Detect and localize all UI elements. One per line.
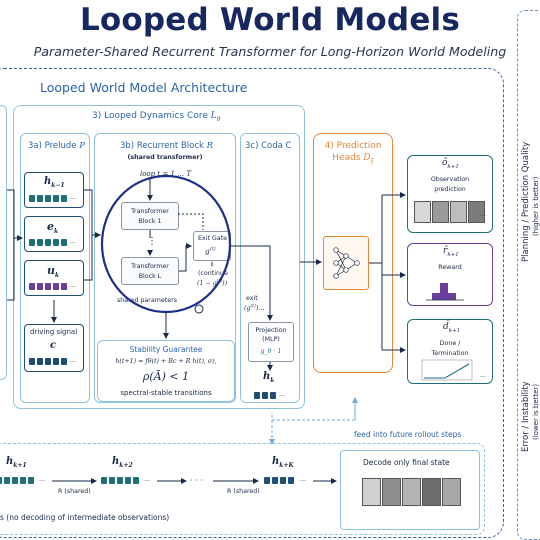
side-panel-top-label: Planning / Prediction Quality: [521, 141, 531, 262]
u-tokens: [29, 283, 67, 290]
rollout-h1-ellipsis: ...: [39, 476, 46, 483]
observation-ellipsis: ...: [480, 211, 487, 218]
driving-signal-box: [24, 324, 84, 372]
h-out-symbol: hk: [263, 371, 275, 384]
c-symbol: c: [50, 340, 57, 351]
rollout-h1: hk+1: [6, 456, 27, 469]
projection-line2: (MLP): [262, 336, 280, 343]
stability-caption: spectral-stable transitions: [120, 389, 212, 397]
h-out-tokens: [254, 392, 276, 399]
done-ellipsis: ...: [480, 372, 487, 379]
transformer-block-L: [121, 257, 179, 285]
exit-gate-label: Exit Gate: [198, 235, 228, 242]
driving-signal-label: driving signal: [30, 328, 78, 336]
coda-panel: [240, 133, 300, 403]
observation-frames: [414, 201, 485, 223]
observation-line1: Observation: [430, 176, 470, 183]
projection-line1: Projection: [255, 327, 287, 334]
side-panel-bottom-sublabel: (lower is better): [532, 383, 540, 440]
done-symbol: d̂k+1: [443, 322, 461, 334]
page-subtitle: Parameter-Shared Recurrent Transformer f…: [33, 44, 507, 59]
done-line1: Done /: [439, 340, 461, 347]
architecture-panel: [0, 68, 504, 538]
exit-gate-symbol: g(t): [205, 246, 216, 256]
reward-symbol: r̂k+1: [443, 246, 459, 258]
side-panel: [517, 10, 540, 540]
prediction-heads-label-1: 4) Prediction: [324, 141, 382, 151]
rollout-r2: R (shared): [227, 488, 260, 495]
reward-label: Reward: [438, 264, 462, 271]
prediction-heads-panel: [313, 133, 393, 373]
block1-line1: Transformer: [131, 208, 169, 215]
blockL-line1: Transformer: [131, 263, 169, 270]
no-decode-label: s (no decoding of intermediate observati…: [0, 513, 170, 522]
blockL-line2: Block L: [138, 273, 162, 280]
h-prev-ellipsis: ...: [70, 194, 77, 201]
blocks-vertical-dots: ⋮: [147, 236, 157, 247]
coda-exit-gate: (g(t))…: [244, 304, 265, 313]
h-prev-symbol: hk−1: [44, 176, 65, 189]
coda-label: 3c) Coda C: [245, 141, 292, 151]
observation-head-box: [407, 155, 493, 233]
prelude-u-box: [24, 260, 84, 296]
feed-label: feed into future rollout steps: [354, 430, 462, 439]
left-input-panel: [0, 105, 7, 380]
recurrent-label: 3b) Recurrent Block R: [120, 141, 214, 151]
projection-box: [248, 322, 294, 362]
page-title: Looped World Models: [79, 2, 461, 38]
done-head-box: [407, 319, 493, 384]
shared-parameters-label: shared parameters: [117, 297, 177, 304]
stability-spectral: ρ(Ā) < 1: [142, 370, 190, 383]
continue-label-1: (continue: [198, 270, 228, 277]
transformer-block-1: [121, 202, 179, 230]
rollout-hK-ellipsis: ...: [300, 476, 307, 483]
rollout-h2-ellipsis: ...: [144, 476, 151, 483]
rollout-h1-tokens: [0, 477, 34, 484]
stability-equation: h(t+1) = fθ(t) + Bc + R h(t), σ),: [115, 358, 217, 365]
block1-line2: Block 1: [138, 218, 162, 225]
prelude-e-box: [24, 216, 84, 252]
stability-panel: [97, 340, 235, 402]
e-symbol: ek: [47, 220, 59, 236]
heads-network-box: [323, 236, 369, 290]
prelude-h-prev-box: [24, 172, 84, 208]
coda-exit-label: exit: [246, 295, 258, 302]
side-panel-bottom-label: Error / Instability: [521, 381, 531, 452]
decode-final-box: [340, 450, 480, 530]
rollout-hK: hk+K: [272, 456, 294, 469]
recurrent-shared-label: (shared transformer): [127, 154, 203, 161]
h-prev-tokens: [29, 195, 67, 202]
projection-g-label: g_θ · 1: [260, 348, 282, 355]
c-ellipsis: ...: [70, 357, 77, 364]
reward-head-box: [407, 243, 493, 306]
prediction-heads-label-2: Heads Dξ: [332, 153, 374, 165]
decode-final-label: Decode only final state: [363, 458, 450, 467]
u-symbol: uk: [47, 264, 60, 280]
e-tokens: [29, 239, 67, 246]
observation-symbol: ôk+1: [442, 158, 459, 170]
e-ellipsis: ...: [70, 238, 77, 245]
decode-final-frames: [362, 478, 461, 506]
rollout-panel: [0, 443, 485, 535]
rollout-h2-tokens: [101, 477, 139, 484]
continue-label-2: (1 − g(t))): [197, 279, 228, 288]
h-out-ellipsis: ...: [279, 391, 286, 398]
rollout-hK-tokens: [264, 477, 294, 484]
rollout-dots: · · ·: [190, 476, 203, 485]
rollout-h2: hk+2: [112, 456, 133, 469]
architecture-label: Looped World Model Architecture: [40, 80, 248, 95]
done-line2: Termination: [431, 350, 469, 357]
dynamics-core-label: 3) Looped Dynamics Core Lθ: [92, 111, 221, 123]
stability-title: Stability Guarantee: [129, 345, 203, 354]
side-panel-top-sublabel: (higher is better): [532, 176, 540, 236]
rollout-r1: R (shared): [58, 488, 91, 495]
c-tokens: [29, 358, 67, 365]
prelude-label: 3a) Prelude P: [28, 141, 85, 151]
u-ellipsis: ...: [70, 282, 77, 289]
loop-label: loop t = 1 … T: [140, 170, 192, 178]
observation-line2: prediction: [434, 186, 466, 193]
